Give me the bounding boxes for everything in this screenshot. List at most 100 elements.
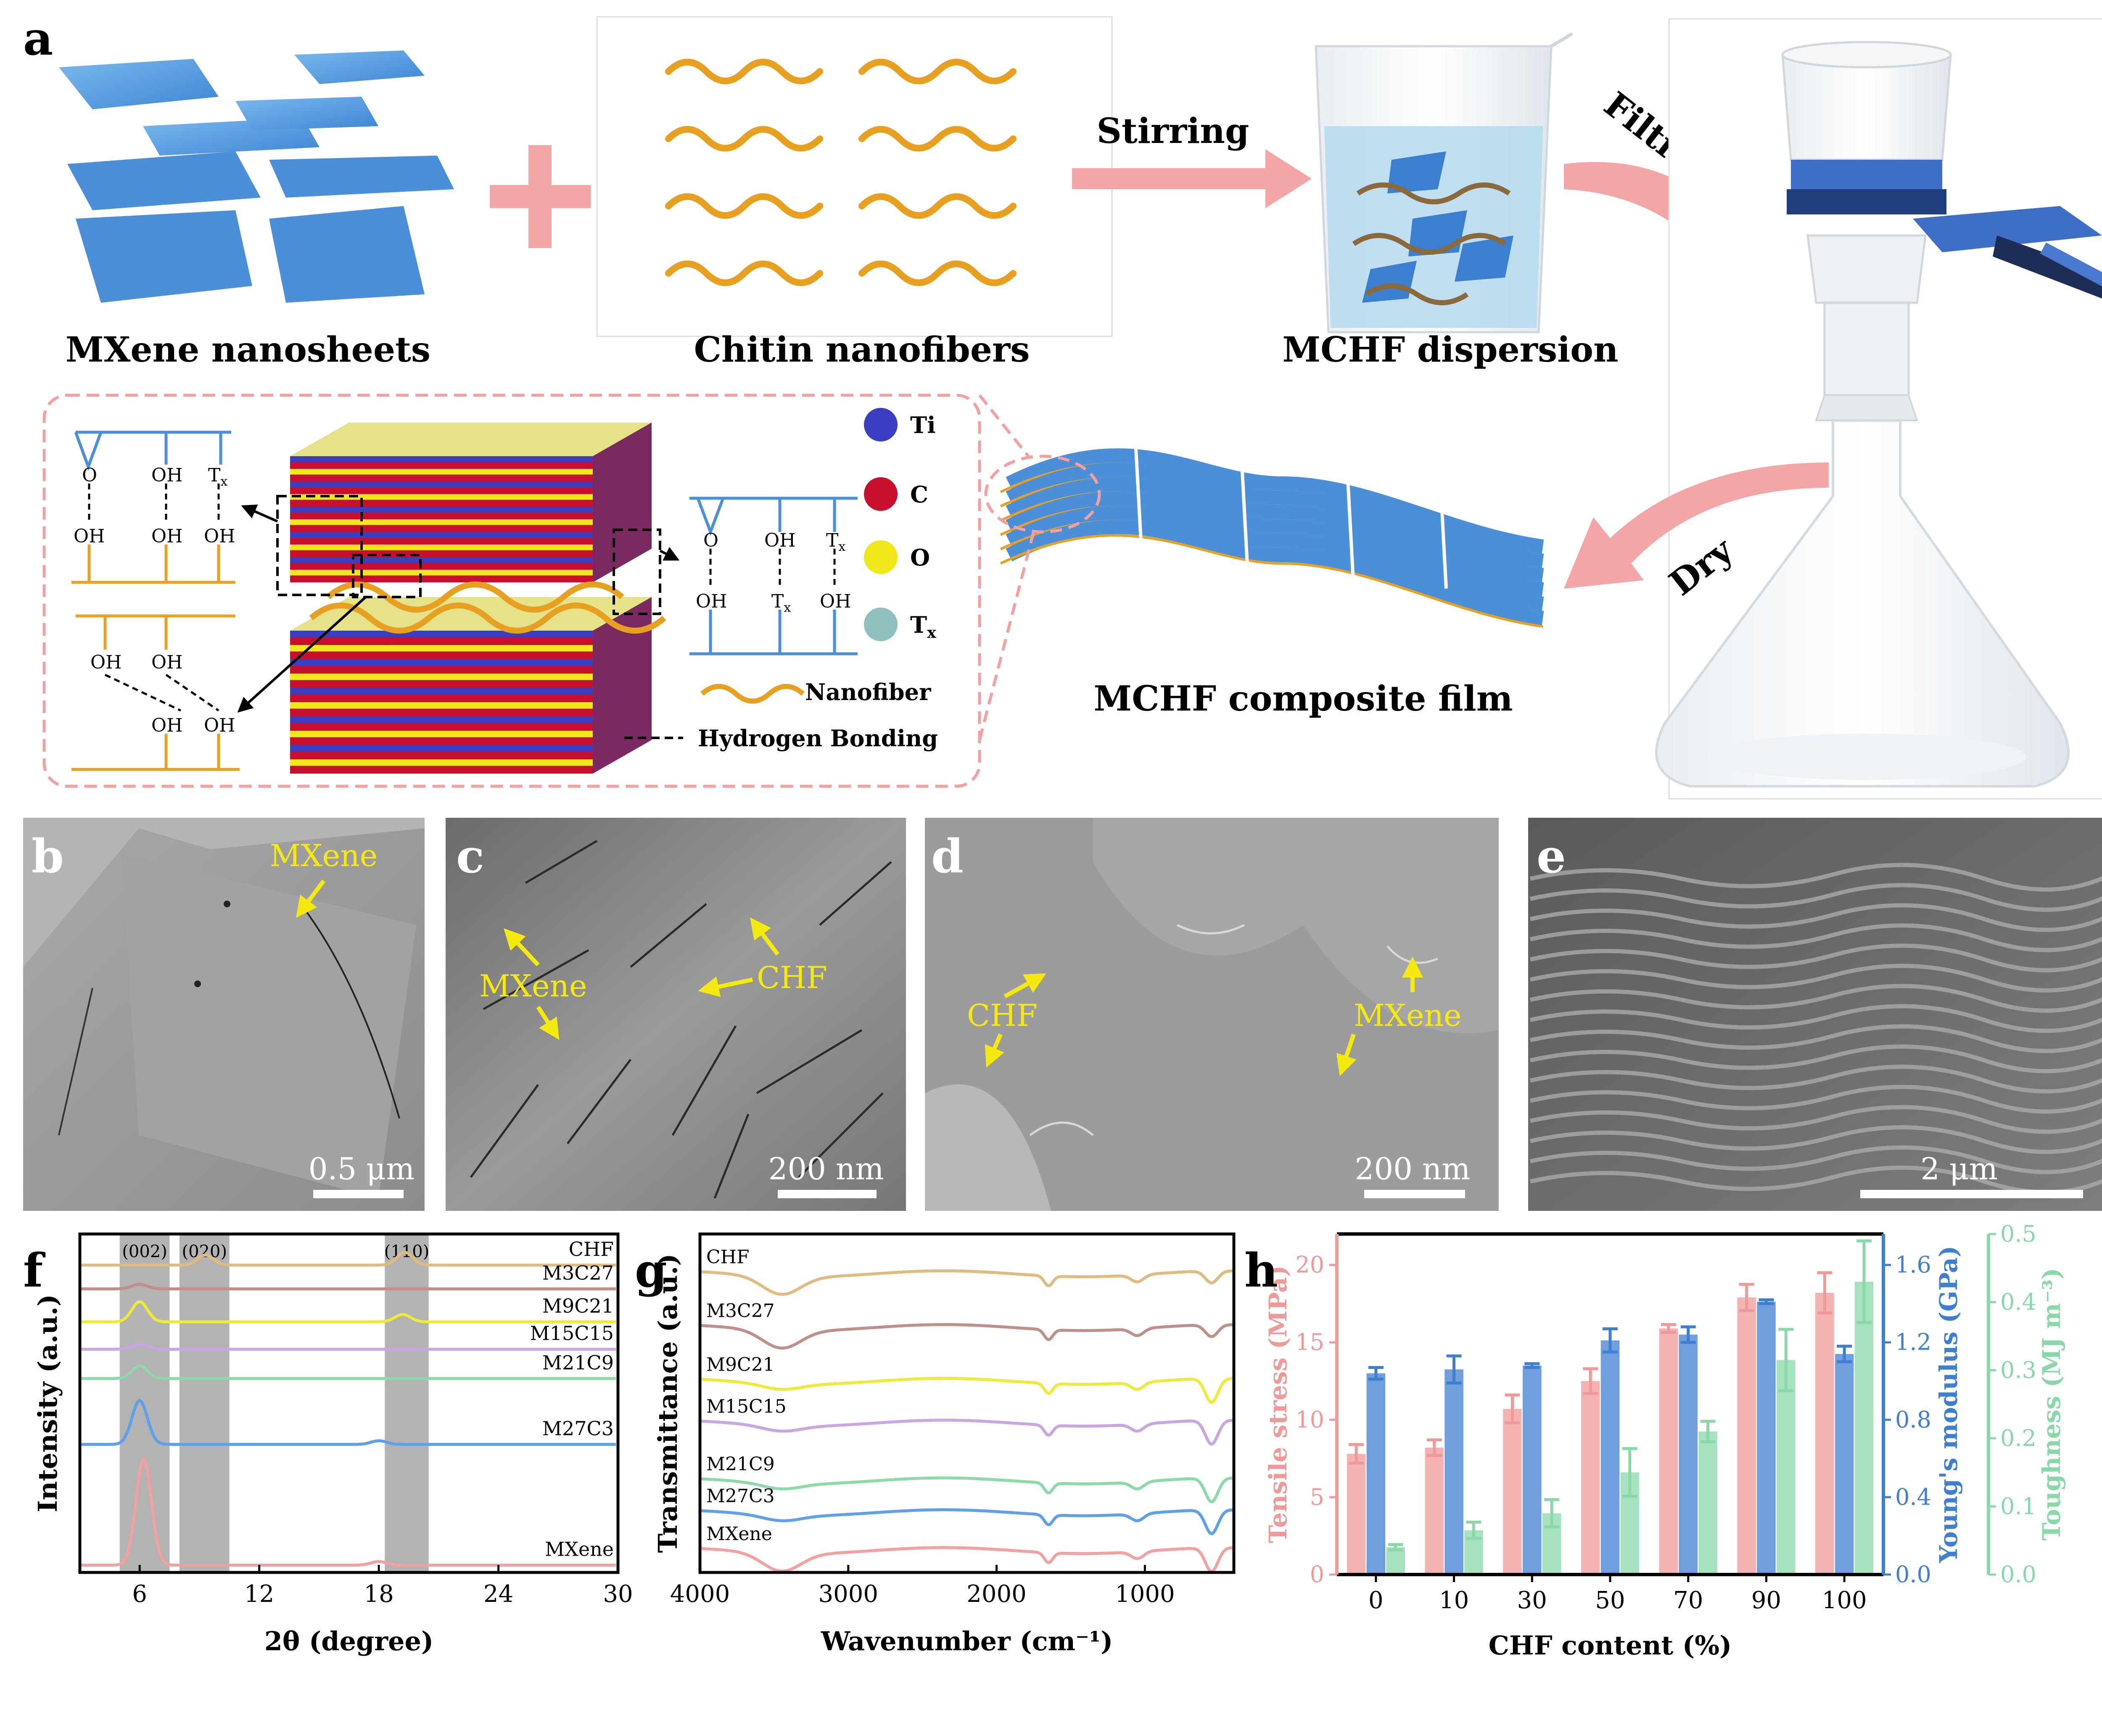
svg-text:Tx: Tx [910, 611, 936, 642]
tem-fiber [525, 840, 598, 884]
y-tick-label: 0.5 [2000, 1221, 2036, 1247]
xrd-chart: (002)(020)(110)CHFM3C27M9C21M15C15M21C9M… [32, 1232, 633, 1657]
peak-band [119, 1234, 170, 1572]
svg-text:OH: OH [151, 465, 182, 486]
micrograph-c: c MXene CHF 200 nm [446, 818, 906, 1211]
series-label-M15C15: M15C15 [706, 1396, 787, 1417]
svg-text:C: C [910, 481, 928, 508]
tem-fiber [470, 1084, 539, 1178]
bar-Tensile stress [1815, 1292, 1834, 1575]
series-label-M3C27: M3C27 [706, 1300, 775, 1322]
tem-fiber [567, 1059, 631, 1144]
svg-text:Tx: Tx [771, 591, 791, 615]
series-label-CHF: CHF [569, 1238, 614, 1260]
plot-frame [698, 1232, 1236, 1574]
series-label-MXene: MXene [706, 1523, 772, 1545]
crystal-stripe [290, 688, 593, 695]
y-tick-label: 0.8 [1895, 1406, 1931, 1433]
sem-layer-edge [1529, 1125, 2102, 1154]
svg-text:200 nm: 200 nm [768, 1151, 884, 1186]
x-tick-label: 50 [1595, 1587, 1625, 1614]
svg-text:Tx: Tx [208, 465, 227, 489]
sem-layer-edge [1529, 1085, 2102, 1114]
crystal-stripe [290, 456, 593, 462]
y-tick-label: 0.1 [2000, 1493, 2036, 1519]
panel-label-g: g [635, 1243, 667, 1297]
chitin-nanofibers-illustration [665, 58, 1017, 286]
series-line-M3C27 [700, 1323, 1234, 1350]
x-tick-label: 70 [1673, 1587, 1703, 1614]
tem-fiber [756, 1029, 863, 1094]
micrograph-d: d CHF MXene 200 nm [925, 818, 1499, 1211]
y-tick-label: 20 [1295, 1252, 1324, 1278]
film-layer [1006, 505, 1544, 611]
bar-Tensile stress [1503, 1409, 1522, 1575]
svg-text:CHF: CHF [967, 998, 1038, 1033]
bar-Young's modulus [1679, 1334, 1698, 1575]
series-label-M3C27: M3C27 [542, 1262, 614, 1284]
y-tick-label: 0 [1310, 1561, 1324, 1588]
svg-text:OH: OH [204, 715, 235, 736]
series-line-M3C27 [80, 1283, 616, 1290]
series-line-M27C3 [700, 1508, 1234, 1535]
series-line-M21C9 [80, 1364, 616, 1380]
bar-Young's modulus [1600, 1340, 1620, 1575]
crystal-stripe [290, 645, 593, 652]
chitin-box [596, 16, 1113, 337]
series-line-MXene [80, 1456, 616, 1567]
y-tick-label: 10 [1295, 1406, 1324, 1433]
bar-Young's modulus [1444, 1369, 1463, 1575]
bar-Toughness [1386, 1547, 1405, 1575]
x-tick-label: 24 [483, 1580, 513, 1608]
panel-label-a: a [23, 11, 53, 66]
svg-text:O: O [82, 465, 97, 486]
x-tick-label: 30 [1517, 1587, 1547, 1614]
peak-label: (020) [182, 1242, 227, 1261]
y-tick-label: 0.2 [2000, 1425, 2036, 1451]
crystal-stripe [290, 544, 593, 550]
crystal-stripe [290, 469, 593, 475]
peak-band [180, 1234, 230, 1572]
chitin-fiber [858, 193, 1017, 219]
chitin-fiber [665, 126, 823, 152]
chitin-fiber [665, 260, 823, 286]
y-tick-label: 15 [1295, 1329, 1324, 1356]
crystal-stripe [290, 481, 593, 487]
film-gap [1133, 433, 1145, 589]
svg-text:Ti: Ti [910, 412, 936, 439]
crystal-stripe [290, 494, 593, 500]
bar-Tensile stress [1347, 1453, 1366, 1575]
sem-layer-edge [1529, 943, 2102, 972]
series-label-M27C3: M27C3 [542, 1417, 614, 1440]
bond-groups-left: O OH Tx OH OH OH OH OH OH OH [74, 465, 235, 736]
crystal-side [593, 597, 652, 774]
svg-text:O: O [703, 530, 718, 551]
svg-text:O: O [910, 544, 930, 571]
bond-diagram-left [71, 431, 240, 771]
crystal-stripe [290, 507, 593, 513]
crystal-side [593, 423, 652, 582]
x-axis-label: CHF content (%) [1489, 1630, 1732, 1661]
film-fiber [1000, 534, 1543, 628]
sem-layer-edge [1529, 1145, 2102, 1174]
x-tick-label: 100 [1822, 1587, 1867, 1614]
bar-Tensile stress [1425, 1448, 1444, 1575]
stirring-arrow-icon [1072, 149, 1312, 208]
sem-layer-edge [1529, 1065, 2102, 1094]
series-label-M21C9: M21C9 [542, 1351, 614, 1374]
sem-layer-edge [1529, 883, 2102, 912]
y-tick-label: 0.0 [2000, 1561, 2036, 1588]
svg-text:OH: OH [74, 526, 105, 547]
y-axis-label-left: Tensile stress (MPa) [1264, 1266, 1292, 1543]
tem-fiber [483, 949, 589, 1010]
crystal-stripe [290, 519, 593, 525]
svg-text:CHF: CHF [757, 960, 827, 995]
film-layer [1006, 448, 1544, 554]
plot-frame [78, 1232, 620, 1574]
x-tick-label: 90 [1751, 1587, 1781, 1614]
crystal-stripe [290, 532, 593, 538]
x-axis-label: 2θ (degree) [264, 1626, 433, 1657]
